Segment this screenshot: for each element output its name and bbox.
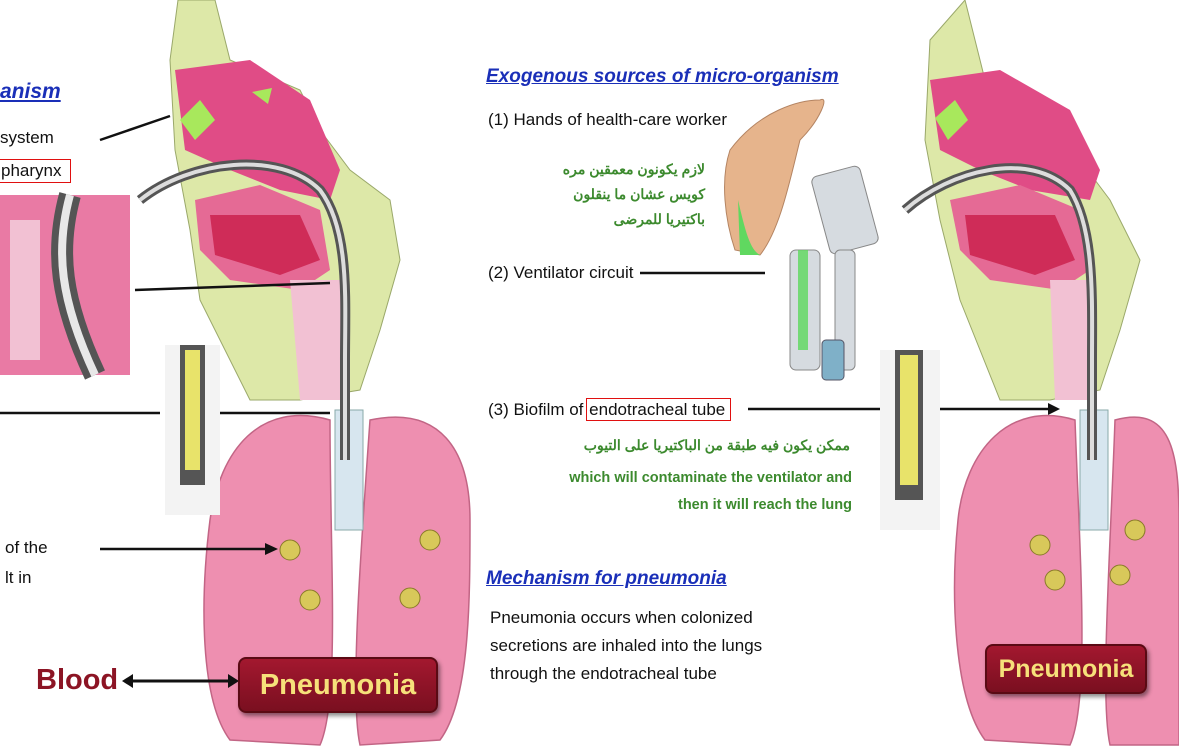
left-arrow-system (100, 116, 170, 140)
mechanism-line3: through the endotracheal tube (490, 664, 717, 684)
blood-label: Blood (36, 664, 118, 697)
left-label-system: system (0, 128, 54, 148)
mechanism-line1: Pneumonia occurs when colonized (490, 608, 753, 628)
left-label-lt-in: lt in (5, 568, 31, 588)
item-biofilm-highlight: endotracheal tube (588, 400, 729, 419)
ventilator-circuit-device (810, 165, 879, 255)
mechanism-heading: Mechanism for pneumonia (486, 568, 727, 590)
left-pneumonia-badge: Pneumonia (238, 657, 438, 713)
right-pneumonia-badge: Pneumonia (985, 644, 1147, 694)
left-label-of-the: of the (5, 538, 48, 558)
item-biofilm-prefix: (3) Biofilm of (488, 400, 583, 419)
item-biofilm: (3) Biofilm of endotracheal tube (488, 400, 729, 420)
item-hands: (1) Hands of health-care worker (488, 110, 727, 130)
item-ventilator: (2) Ventilator circuit (488, 263, 634, 283)
hands-note-ar-line1: لازم يكونون معمقين مره (500, 161, 705, 178)
biofilm-note-en-line2: then it will reach the lung (480, 497, 852, 513)
left-label-pharynx: pharynx (1, 161, 69, 181)
hands-note-ar-line2: كويس عشان ما ينقلون (500, 186, 705, 203)
exogenous-heading: Exogenous sources of micro-organism (486, 66, 839, 88)
biofilm-note-en-line1: which will contaminate the ventilator an… (480, 470, 852, 486)
biofilm-note-ar: ممكن يكون فيه طبقة من الباكتيريا على الت… (520, 437, 850, 454)
left-heading-partial: anism (0, 80, 61, 104)
mechanism-line2: secretions are inhaled into the lungs (490, 636, 762, 656)
hands-note-ar-line3: باكتيريا للمرضى (500, 211, 705, 228)
